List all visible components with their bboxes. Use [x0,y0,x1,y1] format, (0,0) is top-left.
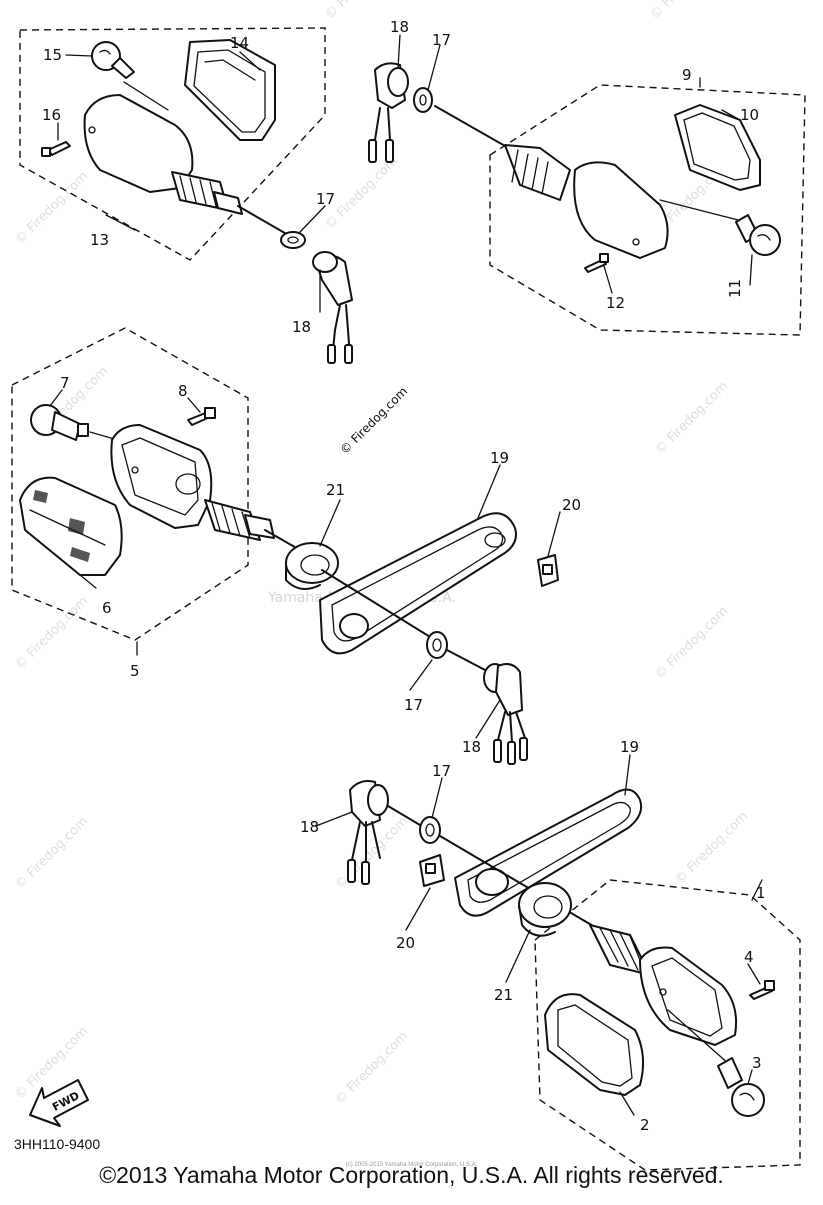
callout-19: 19 [490,449,509,467]
bracket-19-middle [319,512,517,655]
callout-20: 20 [562,496,581,514]
watermark: © Firedog.com [652,379,731,458]
watermark: © Firedog.com [12,814,91,893]
callout-9: 9 [682,66,692,84]
leader-lines [49,34,763,1116]
watermark: © Firedog.com [652,604,731,683]
turn-signal-assembly-13 [41,39,353,364]
callout-17: 17 [404,696,423,714]
watermark: © Firedog.com [332,814,411,893]
bulb-7 [30,404,126,443]
group-outlines [11,27,806,1171]
grommet-21-lower [518,882,572,937]
callout-14: 14 [230,34,249,52]
watermark: © Firedog.com [672,809,751,888]
connector-18-upper-left [312,251,353,364]
housing-13 [83,81,291,237]
callout-5: 5 [130,662,140,680]
turn-signal-assembly-1 [544,924,775,1117]
bracket-19-lower [454,788,643,917]
callout-2: 2 [640,1116,650,1134]
connector-18-middle [483,663,528,765]
lens-14 [184,39,276,141]
part-code: 3HH110-9400 [14,1136,101,1152]
housing-5 [110,424,301,551]
group-outline-5 [11,327,249,641]
nut-20-lower [419,854,445,887]
copyright-small-print: (c) 2005-2015 Yamaha Motor Corporation, … [345,1162,478,1168]
callout-18: 18 [300,818,319,836]
turn-signal-assembly-5 [19,404,301,576]
callout-6: 6 [102,599,112,617]
watermark: © Firedog.com [332,1029,411,1108]
callout-20: 20 [396,934,415,952]
callout-4: 4 [744,948,754,966]
lower-bracket-assembly [347,780,643,937]
grommet-21-middle [285,542,339,590]
nut-20-middle [537,554,559,587]
screw-8 [187,407,216,426]
callout-17: 17 [316,190,335,208]
fwd-arrow: FWD [29,1079,89,1127]
housing-9 [504,144,739,259]
callout-8: 8 [178,382,188,400]
callout-18: 18 [292,318,311,336]
callouts: 15 14 16 13 17 18 18 17 9 10 11 12 7 8 6… [42,18,766,1134]
lens-10 [674,104,761,191]
turn-signal-assembly-9 [368,62,781,273]
callout-10: 10 [740,106,759,124]
group-outline-9 [489,84,806,336]
callout-18: 18 [462,738,481,756]
watermark: © Firedog.com [12,169,91,248]
callout-19: 19 [620,738,639,756]
middle-bracket-assembly [285,512,559,765]
housing-1 [589,924,738,1066]
grommet-17-lower [419,816,441,844]
bulb-11 [735,214,781,256]
callout-3: 3 [752,1054,762,1072]
callout-17: 17 [432,31,451,49]
copyright-notice: ©2013 Yamaha Motor Corporation, U.S.A. A… [99,1162,724,1188]
connector-18-lower [347,780,426,885]
watermark-dark: © Firedog.com [337,384,410,457]
grommet-17-upper-left [280,231,306,249]
lens-6 [19,476,123,576]
bulb-15 [91,41,135,79]
connector-18-upper-right [368,62,409,163]
callout-21: 21 [494,986,513,1004]
callout-11: 11 [726,279,744,298]
grommet-17-middle [426,631,486,671]
callout-16: 16 [42,106,61,124]
callout-17: 17 [432,762,451,780]
callout-13: 13 [90,231,109,249]
group-outline-13 [19,27,326,261]
callout-18: 18 [390,18,409,36]
screw-16 [41,122,71,157]
callout-1: 1 [756,884,766,902]
lens-2 [544,993,645,1096]
callout-21: 21 [326,481,345,499]
callout-7: 7 [60,374,70,392]
grommet-17-upper-right [413,87,433,113]
watermark: © Firedog.com [647,0,726,23]
callout-12: 12 [606,294,625,312]
screw-4 [749,980,775,1000]
screw-12 [584,253,609,273]
callout-15: 15 [43,46,62,64]
